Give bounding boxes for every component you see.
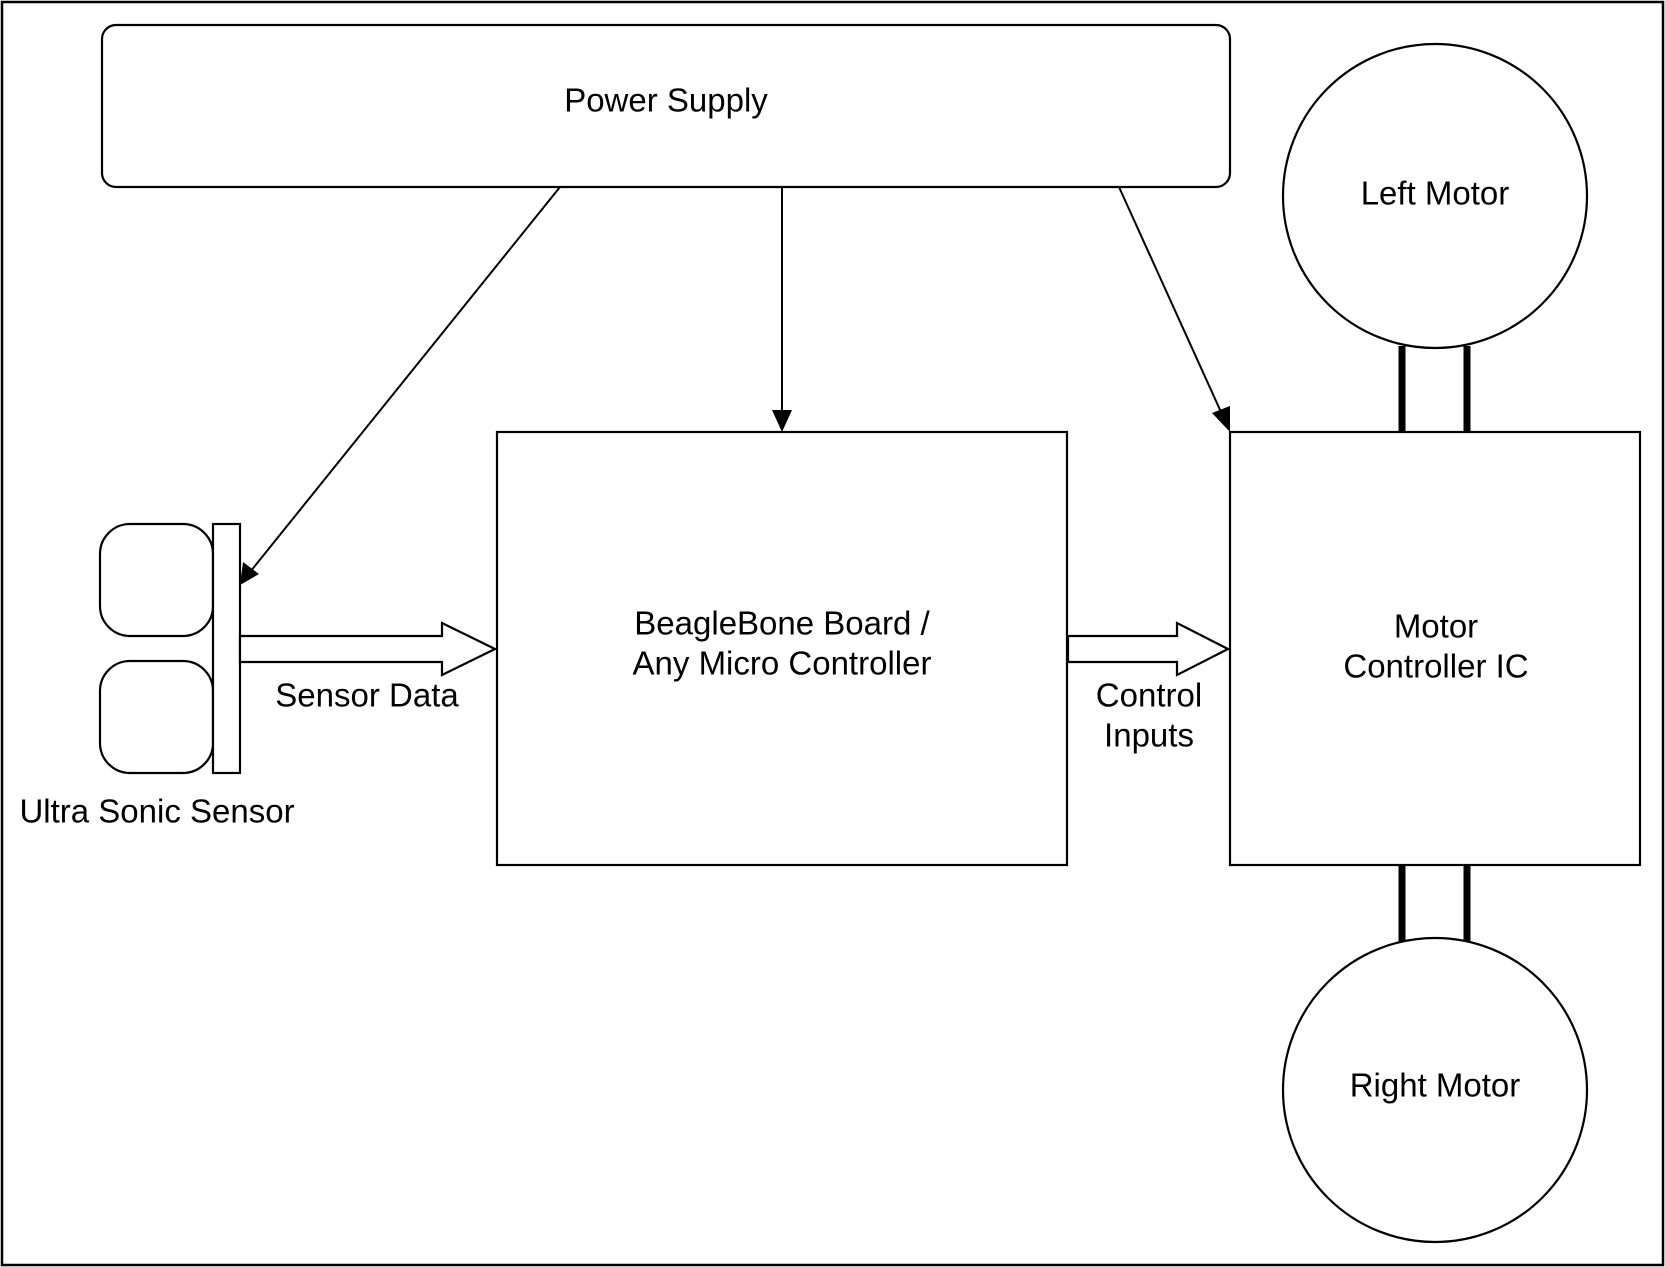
right-motor: Right Motor <box>1281 936 1589 1244</box>
ultrasonic-transducer-top <box>98 522 215 638</box>
motor-controller-ic-label-line1: Motor <box>1394 608 1478 645</box>
microcontroller-block: BeagleBone Board / Any Micro Controller <box>495 430 1069 867</box>
motor-controller-ic-block: Motor Controller IC <box>1228 430 1642 867</box>
microcontroller-label-line1: BeagleBone Board / <box>634 605 930 642</box>
power-to-controller-arrow <box>772 187 792 432</box>
ultrasonic-transducer-bottom <box>98 659 215 775</box>
control-inputs-label-line1: Control <box>1096 677 1202 714</box>
ultrasonic-board <box>211 522 242 775</box>
power-to-motor-ic-arrow <box>1118 186 1230 432</box>
left-motor-label: Left Motor <box>1361 175 1510 212</box>
power-supply-block: Power Supply <box>100 23 1232 189</box>
left-motor: Left Motor <box>1281 42 1589 350</box>
motor-controller-ic-label-line2: Controller IC <box>1343 648 1528 685</box>
power-to-sensor-arrow <box>240 186 561 585</box>
sensor-data-label: Sensor Data <box>275 677 459 714</box>
control-inputs-label-line2: Inputs <box>1104 717 1194 754</box>
microcontroller-label-line2: Any Micro Controller <box>633 645 932 682</box>
ultrasonic-sensor-label: Ultra Sonic Sensor <box>19 793 294 830</box>
right-motor-label: Right Motor <box>1350 1067 1521 1104</box>
control-inputs-arrow: Control Inputs <box>1066 621 1231 754</box>
power-supply-label: Power Supply <box>564 82 768 119</box>
sensor-data-arrow: Sensor Data <box>238 621 498 714</box>
ultrasonic-sensor: Ultra Sonic Sensor <box>19 522 295 830</box>
